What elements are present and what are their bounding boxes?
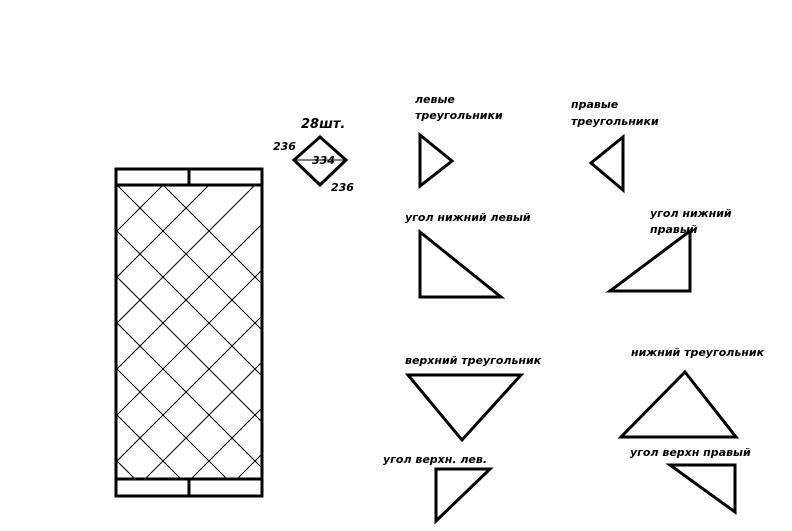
panel-outline — [114, 167, 264, 498]
top-triangle-shape — [404, 373, 525, 443]
bottom-left-corner-shape — [418, 228, 506, 299]
tile-side-right-label: 236 — [331, 181, 354, 194]
top-right-corner-shape — [665, 463, 737, 515]
diagonal-tile-grid — [117, 185, 261, 479]
bottom-right-corner-group: угол нижний правый — [605, 207, 732, 293]
bottom-left-corner-group: угол нижний левый — [405, 211, 531, 299]
left-triangle-shape — [418, 131, 455, 190]
right-triangles-label-line2: треугольники — [571, 115, 659, 128]
left-triangles-group: левые треугольники — [415, 93, 503, 190]
right-triangle-shape — [588, 133, 625, 194]
top-left-corner-shape — [434, 467, 494, 525]
top-triangle-label: верхний треугольник — [405, 354, 542, 367]
tile-count-label: 28шт. — [301, 117, 345, 132]
bottom-triangle-shape — [617, 369, 740, 439]
tile-detail: 28шт. 236 334 236 — [273, 117, 354, 194]
tile-diagonal-label: 334 — [312, 154, 335, 167]
bottom-right-corner-shape — [605, 228, 692, 293]
left-triangles-label-line1: левые — [415, 93, 455, 106]
top-left-corner-group: угол верхн. лев. — [383, 453, 494, 525]
right-triangles-label-line1: правые — [571, 98, 619, 111]
right-triangles-group: правые треугольники — [571, 98, 659, 194]
left-triangles-label-line2: треугольники — [415, 109, 503, 122]
bottom-triangle-label: нижний треугольник — [631, 346, 765, 359]
bottom-triangle-group: нижний треугольник — [617, 346, 765, 439]
tile-side-left-label: 236 — [273, 140, 296, 153]
bottom-left-corner-label: угол нижний левый — [405, 211, 531, 224]
top-left-corner-label: угол верхн. лев. — [383, 453, 487, 466]
tile-diamond — [291, 134, 349, 188]
top-right-corner-group: угол верхн правый — [630, 446, 751, 515]
top-right-corner-label: угол верхн правый — [630, 446, 751, 459]
bottom-right-corner-label-line1: угол нижний — [650, 207, 732, 220]
top-triangle-group: верхний треугольник — [404, 354, 542, 443]
wall-panel — [114, 167, 264, 498]
